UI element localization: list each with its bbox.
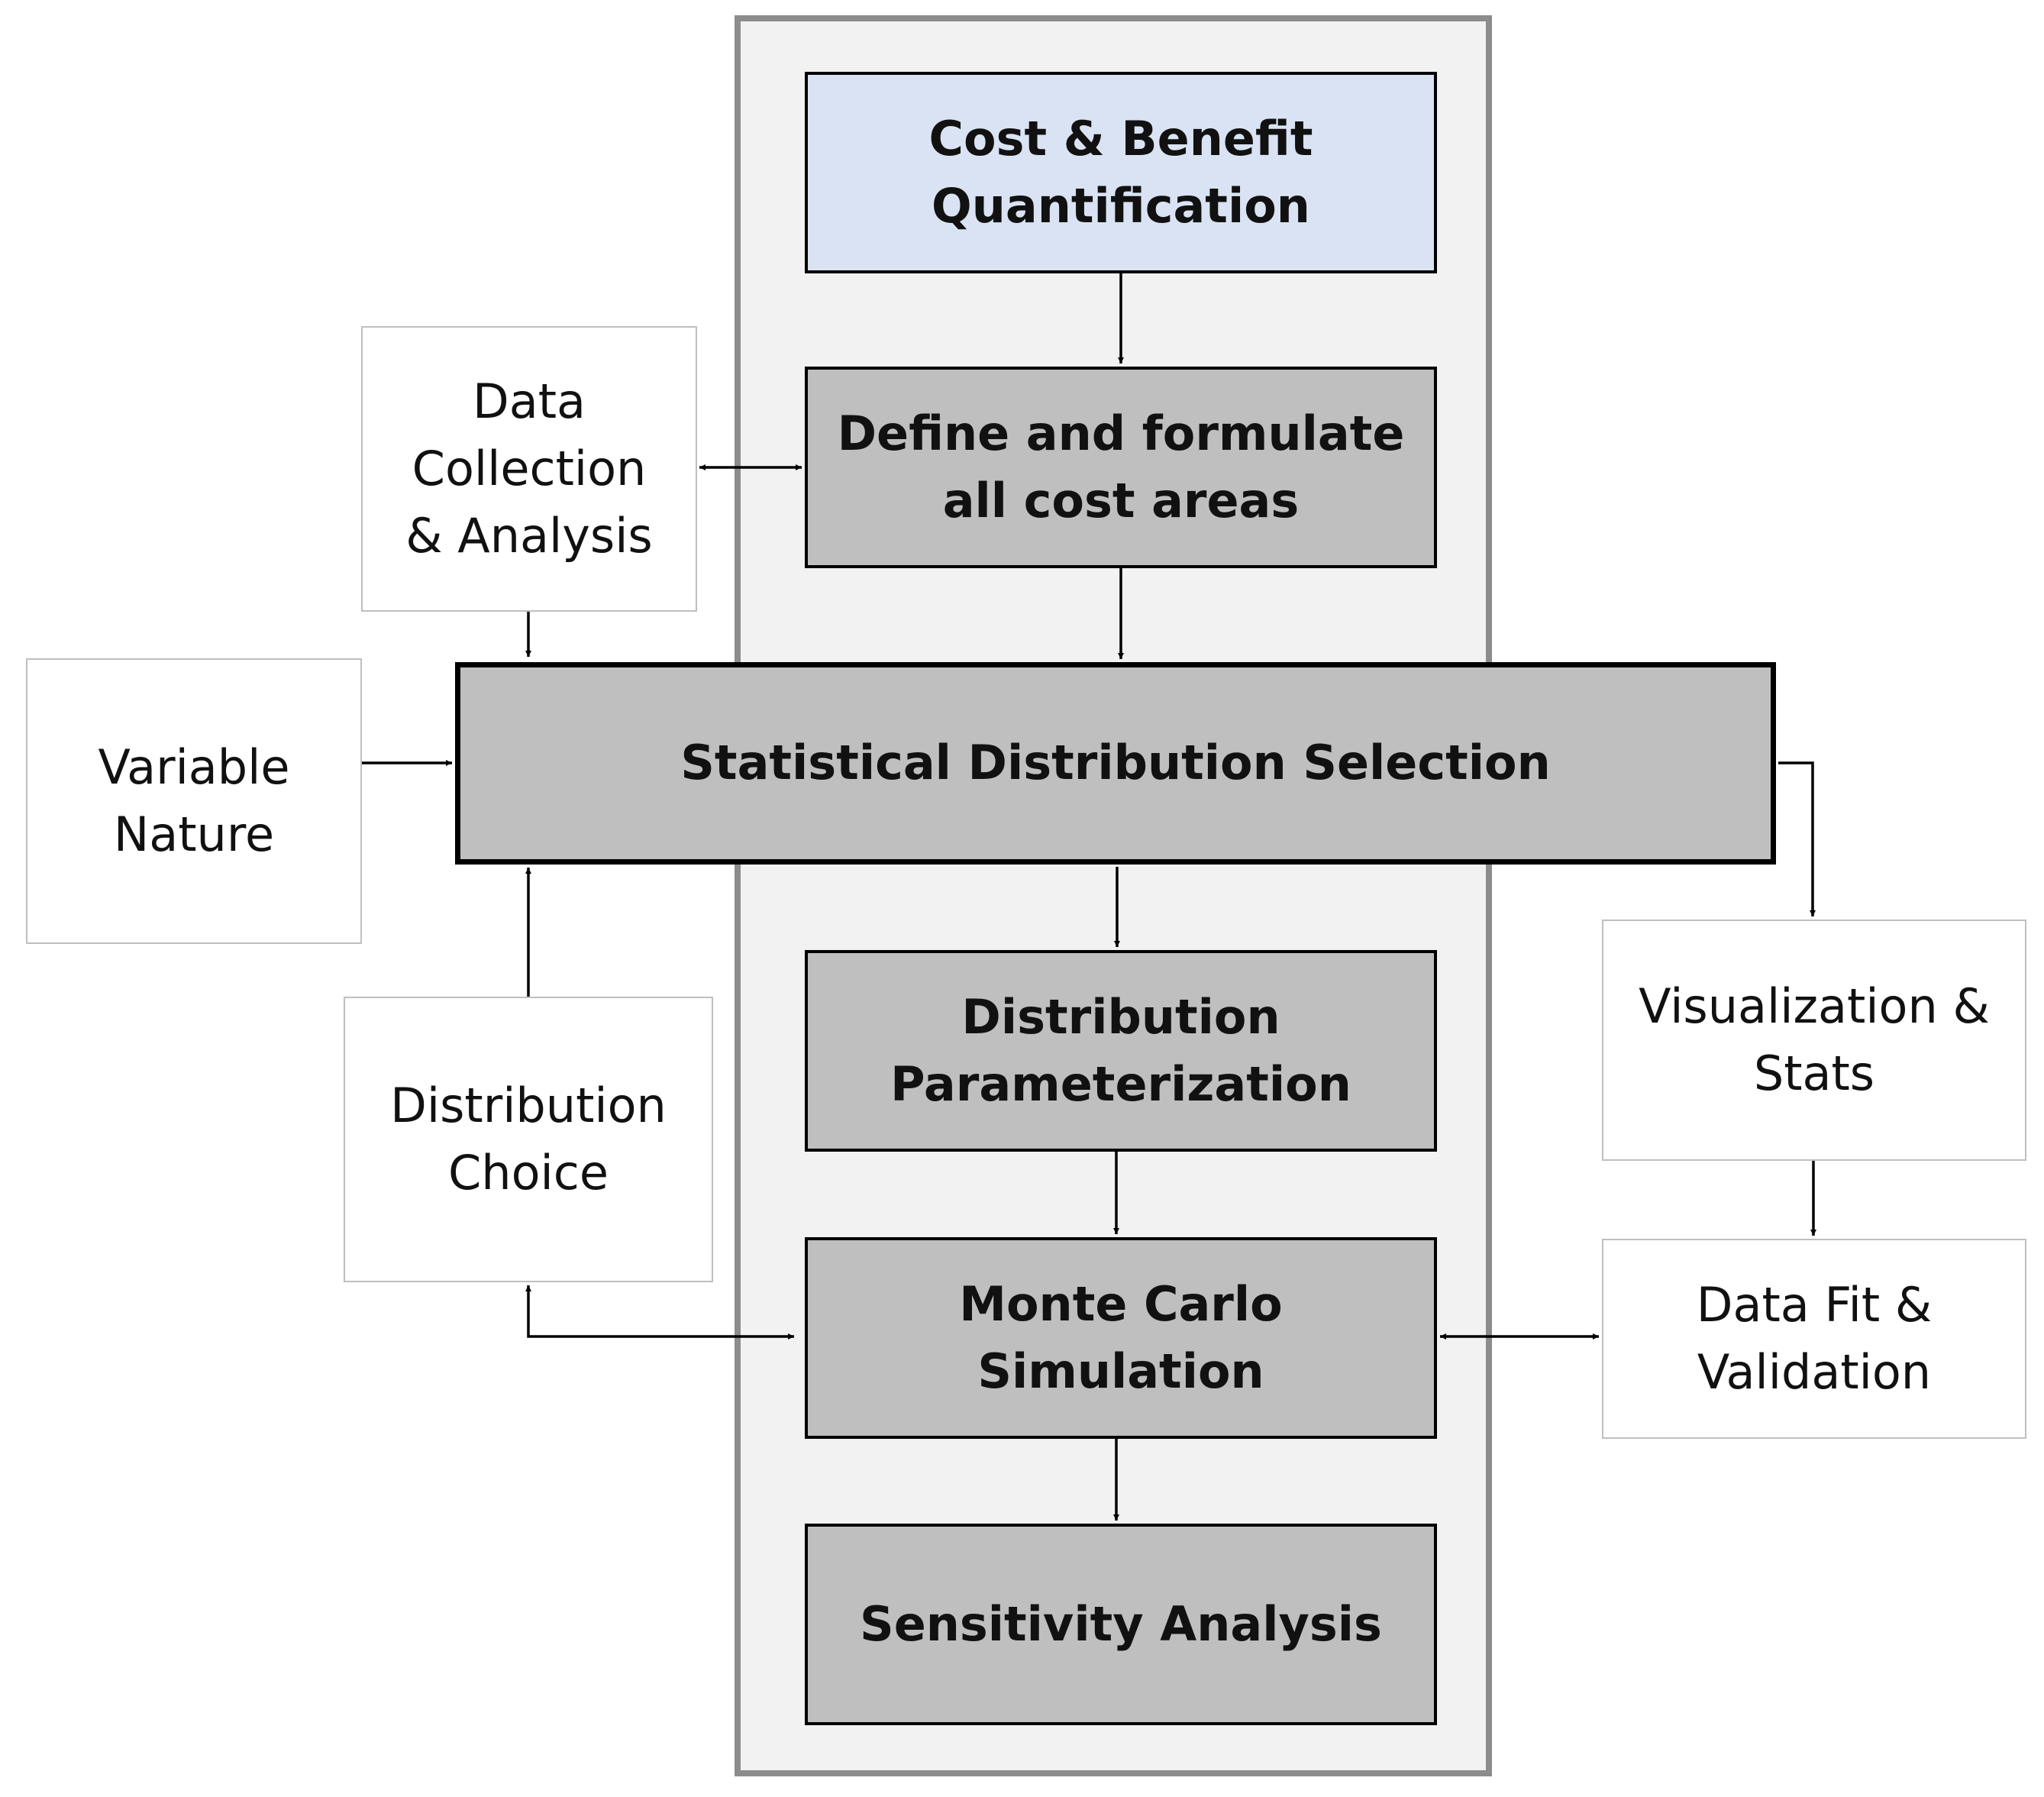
input-variable-nature: Variable Nature	[26, 658, 362, 944]
input-data-collection-analysis: Data Collection & Analysis	[361, 326, 697, 612]
output-data-fit-validation: Data Fit & Validation	[1602, 1239, 2026, 1439]
step-monte-carlo-simulation: Monte Carlo Simulation	[805, 1237, 1437, 1439]
step-cost-benefit-quantification: Cost & Benefit Quantification	[805, 72, 1437, 273]
arrow-monte-carlo-distribution-choice	[525, 1285, 794, 1340]
step-distribution-parameterization: Distribution Parameterization	[805, 950, 1437, 1152]
step-define-cost-areas: Define and formulate all cost areas	[805, 367, 1437, 568]
input-distribution-choice: Distribution Choice	[344, 997, 713, 1282]
step-statistical-distribution-selection: Statistical Distribution Selection	[455, 662, 1776, 865]
core-process-panel	[735, 15, 1492, 1776]
arrow-selection-to-visualization	[1778, 761, 1816, 916]
arrow-group	[362, 273, 1816, 1521]
output-visualization-stats: Visualization & Stats	[1602, 920, 2026, 1161]
step-sensitivity-analysis: Sensitivity Analysis	[805, 1524, 1437, 1725]
